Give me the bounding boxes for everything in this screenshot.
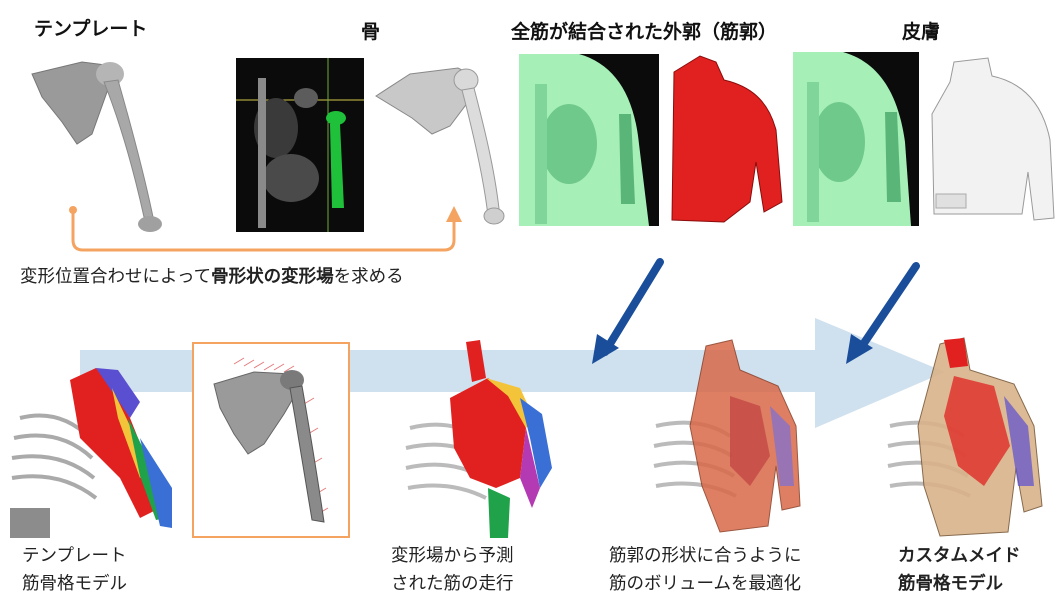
blue-arrow-outline bbox=[592, 334, 619, 364]
caption-predicted-path: 変形場から予測 された筋の走行 bbox=[391, 542, 514, 598]
caption-custom-model: カスタムメイド 筋骨格モデル bbox=[898, 542, 1021, 598]
registration-text-bold: 骨形状の変形場 bbox=[211, 267, 334, 287]
header-bone: 骨 bbox=[361, 17, 380, 44]
caption-template-model-line1: テンプレート bbox=[22, 542, 127, 570]
caption-custom-model-line2: 筋骨格モデル bbox=[898, 570, 1021, 598]
ct-bone-image bbox=[236, 58, 364, 232]
caption-template-model: テンプレート 筋骨格モデル bbox=[22, 542, 127, 598]
deformed-bone-image bbox=[370, 56, 512, 228]
registration-text-post: を求める bbox=[334, 267, 404, 287]
caption-predicted-path-line2: された筋の走行 bbox=[391, 570, 514, 598]
caption-template-model-line2: 筋骨格モデル bbox=[22, 570, 127, 598]
template-bone-image bbox=[22, 52, 172, 237]
caption-predicted-path-line1: 変形場から予測 bbox=[391, 542, 514, 570]
caption-optimize: 筋郭の形状に合うように 筋のボリュームを最適化 bbox=[609, 542, 802, 598]
optimized-volume-model-image bbox=[650, 336, 810, 538]
caption-optimize-line1: 筋郭の形状に合うように bbox=[609, 542, 802, 570]
header-skin: 皮膚 bbox=[902, 17, 940, 44]
header-template: テンプレート bbox=[34, 14, 147, 41]
header-muscle-outline: 全筋が結合された外郭（筋郭） bbox=[511, 17, 777, 44]
custom-model-image bbox=[884, 336, 1060, 538]
caption-optimize-line2: 筋のボリュームを最適化 bbox=[609, 570, 802, 598]
registration-text-pre: 変形位置合わせによって bbox=[20, 267, 211, 287]
blue-arrow-skin bbox=[846, 334, 873, 364]
caption-custom-model-line1: カスタムメイド bbox=[898, 542, 1021, 570]
ct-skin-image bbox=[793, 52, 919, 226]
predicted-muscle-model-image bbox=[400, 338, 560, 538]
registration-text: 変形位置合わせによって骨形状の変形場を求める bbox=[20, 263, 404, 291]
deformation-field-frame bbox=[192, 342, 350, 538]
ct-muscle-outline-image bbox=[519, 54, 659, 226]
skin-mesh-image bbox=[926, 54, 1058, 224]
red-muscle-outline-image bbox=[664, 52, 786, 226]
template-model-image bbox=[0, 358, 178, 538]
